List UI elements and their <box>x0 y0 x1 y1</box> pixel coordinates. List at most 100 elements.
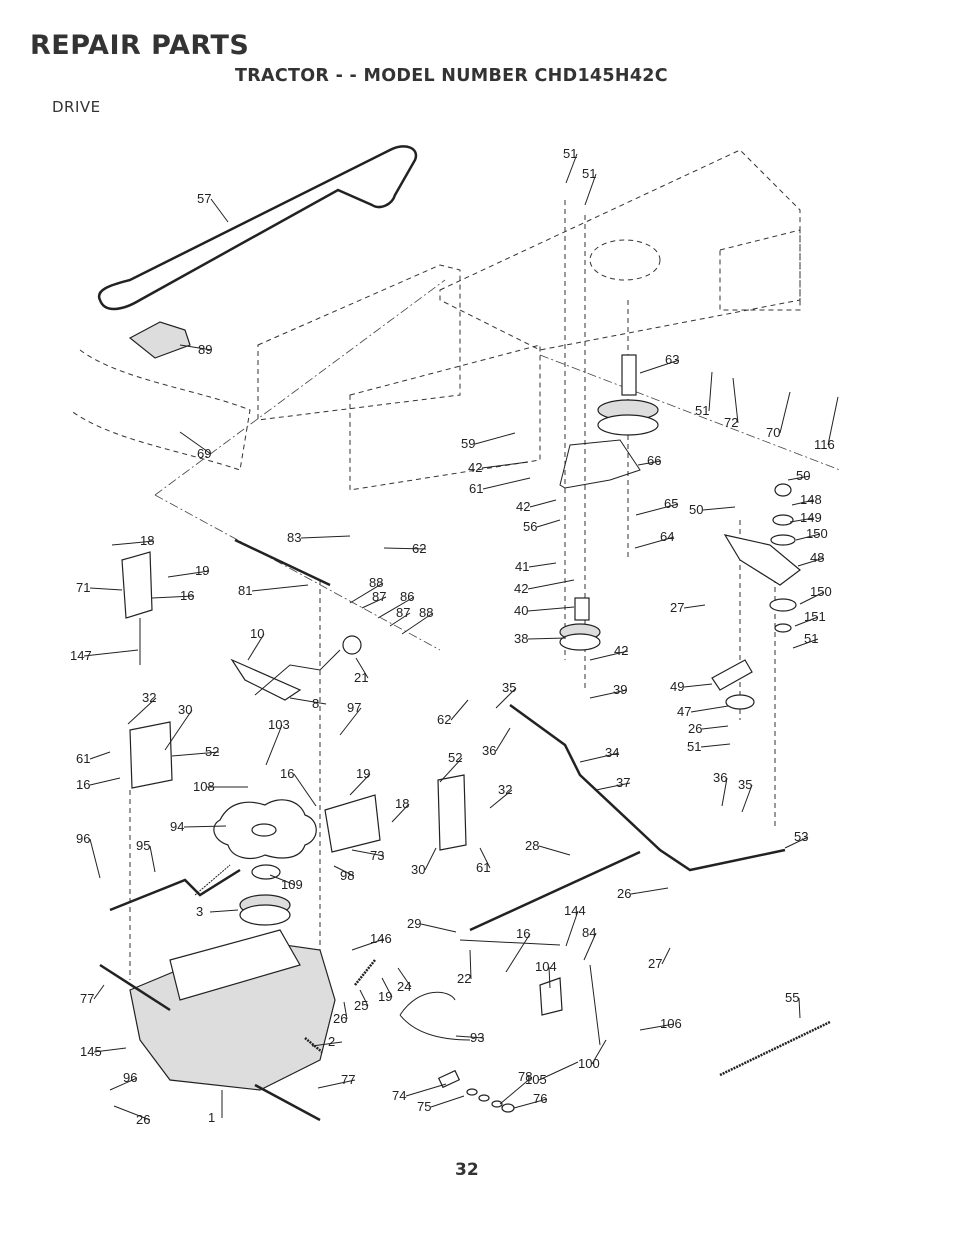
part-callout-94: 94 <box>170 819 184 834</box>
part-callout-30: 30 <box>411 862 425 877</box>
part-callout-61: 61 <box>469 481 483 496</box>
knob-21 <box>342 635 362 655</box>
part-callout-41: 41 <box>515 559 529 574</box>
leader-line <box>430 1095 465 1108</box>
leader-line <box>450 699 469 721</box>
transaxle-pulley-3 <box>239 894 291 926</box>
fan-94 <box>213 799 317 859</box>
leader-line <box>359 989 369 1007</box>
part-callout-18: 18 <box>140 533 154 548</box>
leader-line <box>149 845 156 873</box>
leader-line <box>639 359 680 374</box>
page-number: 32 <box>455 1160 479 1180</box>
leader-line <box>247 633 265 661</box>
rod-34 <box>509 703 786 872</box>
part-callout-64: 64 <box>660 529 674 544</box>
part-callout-95: 95 <box>136 838 150 853</box>
leader-line <box>794 616 819 627</box>
brake-rod-95 <box>109 868 241 912</box>
leader-line <box>565 910 579 947</box>
part-callout-27: 27 <box>648 956 662 971</box>
part-callout-86: 86 <box>400 589 414 604</box>
leader-line <box>183 825 227 828</box>
part-callout-26: 26 <box>136 1112 150 1127</box>
leader-line <box>474 432 516 445</box>
leader-line <box>111 540 155 546</box>
part-callout-32: 32 <box>498 782 512 797</box>
leader-line <box>469 949 472 980</box>
leader-line <box>89 838 101 879</box>
section-heading: DRIVE <box>52 98 101 116</box>
part-callout-104: 104 <box>535 959 557 974</box>
part-callout-28: 28 <box>525 838 539 853</box>
part-callout-145: 145 <box>80 1044 102 1059</box>
part-callout-76: 76 <box>533 1091 547 1106</box>
leader-line <box>797 557 825 567</box>
part-callout-51: 51 <box>804 631 818 646</box>
leader-line <box>661 947 671 965</box>
leader-line <box>721 777 728 807</box>
leader-line <box>513 1098 548 1109</box>
part-callout-3: 3 <box>196 904 203 919</box>
leader-line <box>584 173 597 206</box>
part-callout-66: 66 <box>647 453 661 468</box>
part-callout-105: 105 <box>525 1072 547 1087</box>
part-callout-36: 36 <box>482 743 496 758</box>
part-callout-8: 8 <box>312 696 319 711</box>
drive-belt-57 <box>97 145 418 311</box>
part-callout-39: 39 <box>613 682 627 697</box>
part-callout-42: 42 <box>516 499 530 514</box>
leader-line <box>83 649 139 657</box>
part-callout-55: 55 <box>785 990 799 1005</box>
part-callout-144: 144 <box>564 903 586 918</box>
leader-line <box>827 396 839 446</box>
part-callout-62: 62 <box>437 712 451 727</box>
part-callout-96: 96 <box>76 831 90 846</box>
leader-line <box>630 887 669 895</box>
part-callout-38: 38 <box>514 631 528 646</box>
leader-line <box>634 536 675 549</box>
part-callout-71: 71 <box>76 580 90 595</box>
leader-line <box>405 1083 447 1097</box>
leader-line <box>89 777 121 786</box>
part-callout-22: 22 <box>457 971 471 986</box>
part-callout-57: 57 <box>197 191 211 206</box>
part-callout-70: 70 <box>766 425 780 440</box>
leader-line <box>792 638 819 649</box>
leader-line <box>361 596 387 609</box>
leader-line <box>351 938 385 951</box>
part-callout-25: 25 <box>354 998 368 1013</box>
leader-line <box>482 477 531 490</box>
transaxle-1 <box>99 929 336 1122</box>
leader-line <box>383 547 427 550</box>
leader-line <box>167 570 210 578</box>
leader-line <box>179 431 212 455</box>
leader-line <box>799 591 825 605</box>
leader-line <box>265 724 283 766</box>
leader-line <box>300 535 351 539</box>
part-callout-93: 93 <box>470 1030 484 1045</box>
part-callout-51: 51 <box>687 739 701 754</box>
part-callout-75: 75 <box>417 1099 431 1114</box>
leader-line <box>527 606 575 612</box>
part-callout-148: 148 <box>800 492 822 507</box>
spring-25 <box>354 959 376 986</box>
shift-rod-81 <box>234 538 331 587</box>
part-callout-62: 62 <box>412 541 426 556</box>
part-callout-35: 35 <box>502 680 516 695</box>
leader-line <box>529 499 557 508</box>
part-callout-10: 10 <box>250 626 264 641</box>
leader-line <box>269 874 296 886</box>
leader-line <box>389 612 411 627</box>
part-callout-36: 36 <box>713 770 727 785</box>
part-callout-116: 116 <box>814 437 835 452</box>
callout-group: 5789695151635172701165942616650148149150… <box>70 146 839 1127</box>
leader-line <box>93 984 105 1000</box>
part-callout-51: 51 <box>695 403 709 418</box>
part-callout-19: 19 <box>195 563 209 578</box>
part-callout-97: 97 <box>347 700 361 715</box>
part-callout-98: 98 <box>340 868 354 883</box>
part-callout-150: 150 <box>806 526 828 541</box>
leader-line <box>349 582 384 604</box>
